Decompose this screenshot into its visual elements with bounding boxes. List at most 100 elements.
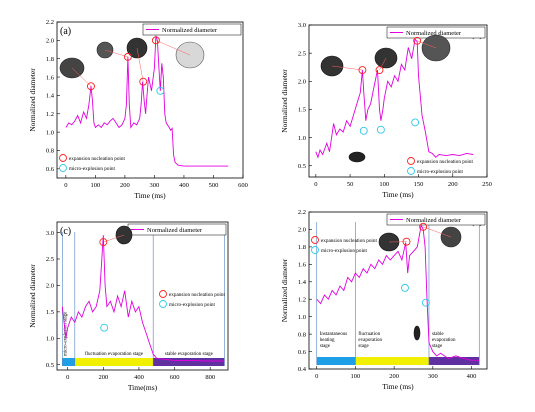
stage-label: stage (358, 344, 369, 349)
y-tick-label: 0.8 (298, 331, 306, 338)
micro-explosion-marker (422, 299, 429, 306)
y-tick-label: 1.2 (298, 296, 306, 303)
micro-explosion-marker (412, 119, 419, 126)
x-tick-label: 300 (150, 182, 160, 189)
y-tick-label: 1.0 (298, 314, 306, 321)
series-line (62, 235, 224, 361)
micro-explosion-marker (401, 284, 408, 291)
x-tick-label: 100 (351, 373, 361, 380)
y-tick-label: 2.2 (46, 19, 54, 26)
legend-label: Normalized diameter (162, 27, 218, 34)
stage-label: stage (432, 344, 443, 349)
y-tick-label: 2.5 (298, 50, 306, 57)
x-tick-label: 250 (482, 181, 492, 188)
key-micro-label: micro-explosion point (321, 248, 368, 254)
y-tick-label: 1.5 (298, 107, 306, 114)
x-axis-label: Time(ms) (128, 383, 158, 392)
y-tick-label: 3.0 (298, 22, 306, 29)
stage-label: Instantaneous (320, 332, 348, 337)
x-tick-label: 800 (205, 374, 215, 381)
y-tick-label: 3.0 (46, 230, 54, 237)
x-tick-label: 300 (428, 373, 438, 380)
key-micro-label: micro-explosion point (417, 169, 464, 175)
key-nucleation-marker (60, 155, 67, 162)
x-tick-label: 0 (315, 373, 318, 380)
x-tick-label: 600 (238, 182, 248, 189)
x-tick-label: 200 (448, 181, 458, 188)
x-tick-label: 400 (179, 182, 189, 189)
droplet-image (349, 152, 365, 162)
y-tick-label: 0.6 (298, 349, 307, 356)
legend-label: Normalized diameter (147, 227, 203, 234)
y-tick-label: 0.8 (46, 148, 54, 155)
y-tick-label: 0.6 (46, 166, 55, 173)
y-tick-label: 2.0 (298, 78, 306, 85)
y-axis-label: Normalized diameter (280, 69, 289, 133)
x-tick-label: 200 (389, 373, 399, 380)
micro-explosion-marker (360, 127, 367, 134)
y-tick-label: 1.0 (298, 135, 306, 142)
stage-label: fluctuation evaporation stage (85, 352, 144, 357)
x-tick-label: 50 (347, 181, 354, 188)
plot-frame (57, 22, 243, 178)
key-micro-marker (160, 301, 167, 308)
stage-label: stable (432, 332, 444, 337)
y-tick-label: 1.8 (46, 56, 54, 63)
panel-label: (a) (60, 26, 71, 37)
x-tick-label: 150 (414, 181, 424, 188)
y-tick-label: 1.4 (46, 93, 55, 100)
x-tick-label: 100 (379, 181, 389, 188)
y-tick-label: 1.2 (46, 111, 54, 118)
y-tick-label: 1.6 (46, 74, 55, 81)
legend-label: Normalized diameter (406, 217, 462, 224)
key-micro-marker (60, 165, 67, 172)
key-nucleation-label: expansion nucleation point (69, 156, 125, 162)
y-tick-label: 1.8 (298, 244, 306, 251)
key-nucleation-marker (160, 291, 167, 298)
y-tick-label: 2.5 (46, 256, 54, 263)
x-tick-label: 0 (66, 374, 69, 381)
y-tick-label: 2.0 (46, 38, 54, 45)
stage-label: heating (320, 338, 335, 343)
panel-label: (c) (60, 226, 71, 237)
y-tick-label: 1.6 (298, 262, 307, 269)
y-tick-label: 2.2 (298, 209, 306, 216)
key-nucleation-marker (408, 158, 415, 165)
x-axis-label: Time (ms) (382, 190, 414, 199)
stage-label: stable evaporation stage (165, 352, 214, 357)
stage-bar (75, 358, 153, 366)
y-tick-label: 2.0 (298, 227, 306, 234)
plot-frame (309, 25, 487, 177)
x-tick-label: 0 (314, 181, 317, 188)
chart-panel-d: Instantaneousheatingstagefluctuationevap… (280, 209, 487, 391)
stage-bar (317, 357, 356, 365)
y-axis-label: Normalized diameter (28, 264, 37, 328)
key-micro-label: micro-explosion point (69, 166, 116, 172)
x-axis-label: Time (ms) (134, 191, 166, 200)
y-axis-label: Normalized diameter (28, 68, 37, 132)
y-tick-label: 1.4 (298, 279, 307, 286)
stage-label: evaporation (358, 338, 382, 343)
x-axis-label: Time (ms) (382, 382, 414, 391)
x-tick-label: 100 (91, 182, 101, 189)
key-nucleation-label: expansion nucleation point (321, 238, 377, 244)
x-tick-label: 0 (64, 182, 67, 189)
y-tick-label: 0.4 (298, 366, 307, 373)
key-micro-marker (408, 168, 415, 175)
key-nucleation-label: expansion nucleation point (169, 292, 225, 298)
y-axis-label: Normalized diameter (280, 258, 289, 322)
stage-bar (62, 358, 74, 366)
droplet-image (414, 326, 420, 340)
stage-label: fluctuation (358, 332, 380, 337)
key-nucleation-marker (312, 237, 319, 244)
stage-label: evaporation (432, 338, 456, 343)
x-tick-label: 500 (209, 182, 219, 189)
x-tick-label: 600 (170, 374, 180, 381)
x-tick-label: 200 (98, 374, 108, 381)
stage-bar (355, 357, 429, 365)
